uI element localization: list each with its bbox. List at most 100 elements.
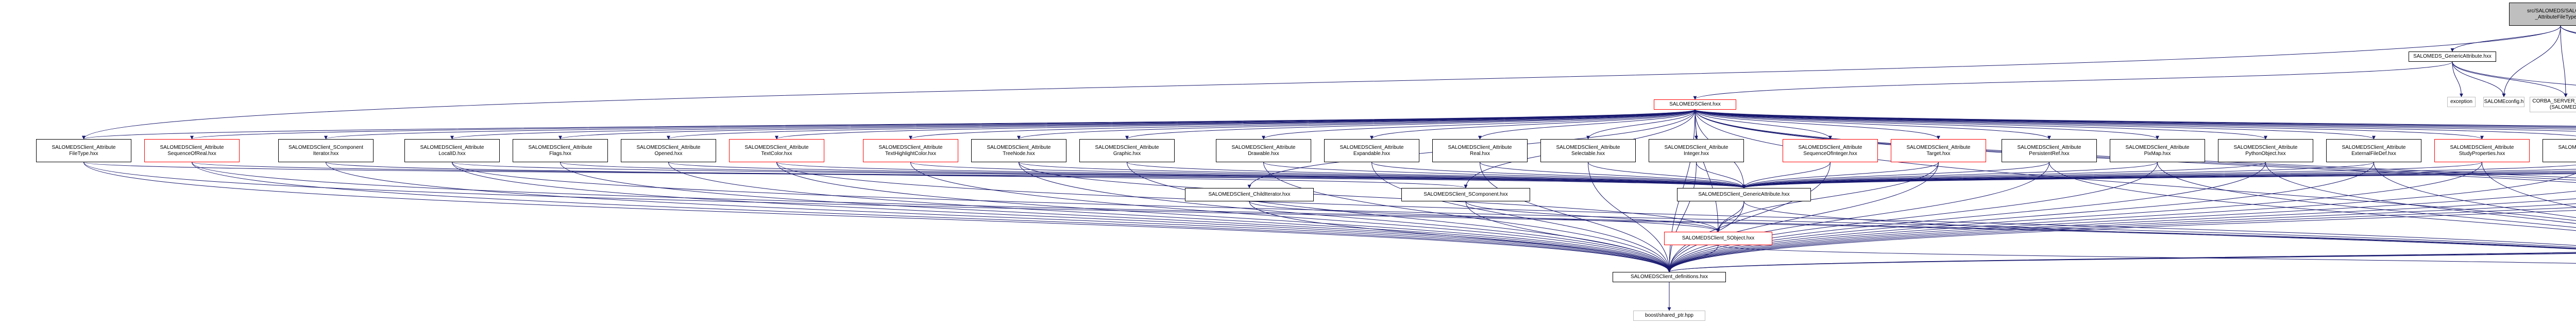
- graph-node-childiter[interactable]: SALOMEDSClient_ChildIterator.hxx: [1185, 188, 1314, 201]
- graph-edge: [1480, 162, 1671, 272]
- graph-edge: [1694, 109, 2576, 178]
- graph-edge: [1742, 169, 2576, 188]
- graph-edge: [2452, 61, 2463, 97]
- graph-edge: [1480, 162, 1746, 188]
- graph-edge: [1694, 109, 2051, 140]
- graph-node-client-generic[interactable]: SALOMEDSClient_GenericAttribute.hxx: [1677, 188, 1811, 201]
- graph-edge: [1668, 253, 2576, 272]
- graph-node-a-localid[interactable]: SALOMEDSClient_Attribute LocalID.hxx: [404, 139, 500, 162]
- graph-edge: [452, 162, 1745, 188]
- graph-edge: [1742, 164, 2576, 188]
- graph-edge: [1694, 109, 2576, 183]
- graph-edge: [1370, 109, 1696, 140]
- graph-edge: [1262, 109, 1696, 140]
- graph-edge: [2452, 61, 2506, 97]
- graph-edge: [2157, 162, 2576, 228]
- graph-edge: [1586, 109, 1696, 140]
- graph-edge: [776, 162, 1671, 272]
- graph-node-a-integer[interactable]: SALOMEDSClient_Attribute Integer.hxx: [1649, 139, 1744, 162]
- graph-edge: [776, 162, 2576, 246]
- graph-edge: [1694, 109, 2576, 128]
- graph-node-a-seqint[interactable]: SALOMEDSClient_Attribute SequenceOfInteg…: [1783, 139, 1878, 162]
- graph-edge: [1694, 109, 2576, 221]
- graph-node-a-texthl[interactable]: SALOMEDSClient_Attribute TextHighlightCo…: [863, 139, 958, 162]
- graph-node-a-sciter[interactable]: SALOMEDSClient_SComponent Iterator.hxx: [278, 139, 374, 162]
- graph-edge: [1588, 162, 1746, 188]
- graph-node-scomponent[interactable]: SALOMEDSClient_SComponent.hxx: [1401, 188, 1530, 201]
- graph-node-a-seqreal[interactable]: SALOMEDSClient_Attribute SequenceOfReal.…: [144, 139, 240, 162]
- graph-edge: [326, 162, 1671, 272]
- graph-edge: [1694, 109, 2576, 127]
- graph-node-corba-salomeds: CORBA_SERVER_HEADER (SALOMEDS): [2530, 97, 2576, 112]
- graph-edge: [1694, 109, 2576, 127]
- graph-edge: [2374, 162, 2576, 218]
- graph-node-a-studyprops[interactable]: SALOMEDSClient_Attribute StudyProperties…: [2434, 139, 2530, 162]
- graph-edge: [1694, 109, 2576, 130]
- graph-edge: [1694, 109, 1832, 140]
- graph-edge: [1667, 162, 2374, 272]
- graph-edge: [1742, 162, 2374, 188]
- graph-edge: [1694, 109, 2484, 140]
- graph-edge: [776, 162, 1746, 188]
- graph-edge: [2450, 25, 2561, 52]
- graph-edge: [1019, 162, 1671, 272]
- graph-edge: [1125, 109, 1696, 140]
- graph-node-a-persref[interactable]: SALOMEDSClient_Attribute PersistentRef.h…: [2002, 139, 2097, 162]
- graph-edge: [1718, 245, 2576, 264]
- graph-edge: [1694, 109, 1720, 232]
- graph-node-a-filetype[interactable]: SALOMEDSClient_Attribute FileType.hxx: [36, 139, 131, 162]
- graph-node-exception: exception: [2447, 97, 2476, 107]
- graph-edge: [1019, 162, 1746, 188]
- graph-edge: [1694, 109, 2576, 181]
- graph-node-a-textcolor[interactable]: SALOMEDSClient_Attribute TextColor.hxx: [729, 139, 824, 162]
- graph-node-sobject[interactable]: SALOMEDSClient_SObject.hxx: [1664, 232, 1772, 245]
- graph-node-client[interactable]: SALOMEDSClient.hxx: [1654, 99, 1736, 110]
- graph-edge: [1371, 162, 1746, 188]
- graph-edge: [1742, 162, 1939, 188]
- graph-edge: [1694, 109, 1940, 140]
- graph-edge: [1249, 201, 1720, 232]
- graph-node-a-selectable[interactable]: SALOMEDSClient_Attribute Selectable.hxx: [1540, 139, 1636, 162]
- graph-node-a-real[interactable]: SALOMEDSClient_Attribute Real.hxx: [1432, 139, 1528, 162]
- graph-edge: [1668, 252, 2576, 272]
- graph-edge: [1696, 162, 1746, 188]
- graph-edge: [1694, 109, 2267, 140]
- graph-edge: [668, 162, 1745, 188]
- graph-edge: [1694, 109, 2159, 140]
- graph-edge: [2452, 61, 2568, 97]
- graph-edge: [1668, 252, 2576, 272]
- graph-node-a-flags[interactable]: SALOMEDSClient_Attribute Flags.hxx: [513, 139, 608, 162]
- graph-edge: [1742, 162, 2266, 188]
- graph-edge: [910, 162, 1746, 188]
- graph-node-a-target[interactable]: SALOMEDSClient_Attribute Target.hxx: [1891, 139, 1986, 162]
- graph-node-a-pyobj[interactable]: SALOMEDSClient_Attribute PythonObject.hx…: [2218, 139, 2313, 162]
- graph-edge: [1667, 210, 2576, 272]
- graph-node-a-treenode[interactable]: SALOMEDSClient_Attribute TreeNode.hxx: [971, 139, 1066, 162]
- graph-edge: [667, 109, 1696, 140]
- graph-edge: [1127, 162, 1746, 188]
- graph-edge: [910, 162, 1671, 272]
- graph-edge: [1465, 201, 1671, 272]
- graph-edge: [2502, 25, 2561, 97]
- graph-node-a-opened[interactable]: SALOMEDSClient_Attribute Opened.hxx: [621, 139, 716, 162]
- graph-node-definitions[interactable]: SALOMEDSClient_definitions.hxx: [1613, 272, 1726, 282]
- graph-node-a-drawable[interactable]: SALOMEDSClient_Attribute Drawable.hxx: [1216, 139, 1311, 162]
- graph-node-a-extfile[interactable]: SALOMEDSClient_Attribute ExternalFileDef…: [2326, 139, 2421, 162]
- graph-edge: [560, 162, 1745, 188]
- graph-edge: [1263, 162, 1746, 188]
- graph-node-root[interactable]: src/SALOMEDS/SALOMEDS _AttributeFileType…: [2509, 3, 2576, 26]
- graph-node-a-graphic[interactable]: SALOMEDSClient_Attribute Graphic.hxx: [1079, 139, 1175, 162]
- graph-edge: [1667, 162, 2158, 272]
- graph-edge: [82, 25, 2561, 140]
- graph-edge: [1465, 201, 1720, 232]
- graph-edge: [1693, 61, 2453, 100]
- graph-node-a-pixmap[interactable]: SALOMEDSClient_Attribute PixMap.hxx: [2110, 139, 2205, 162]
- graph-node-a-expandable[interactable]: SALOMEDSClient_Attribute Expandable.hxx: [1324, 139, 1419, 162]
- graph-node-generic[interactable]: SALOMEDS_GenericAttribute.hxx: [2409, 52, 2496, 62]
- graph-edge: [1742, 162, 2049, 188]
- graph-edge: [1716, 162, 1939, 232]
- graph-edge: [192, 162, 1671, 272]
- graph-node-a-ior[interactable]: SALOMEDSClient_Attribute IOR.hxx: [2543, 139, 2576, 162]
- graph-edge: [2265, 162, 2576, 224]
